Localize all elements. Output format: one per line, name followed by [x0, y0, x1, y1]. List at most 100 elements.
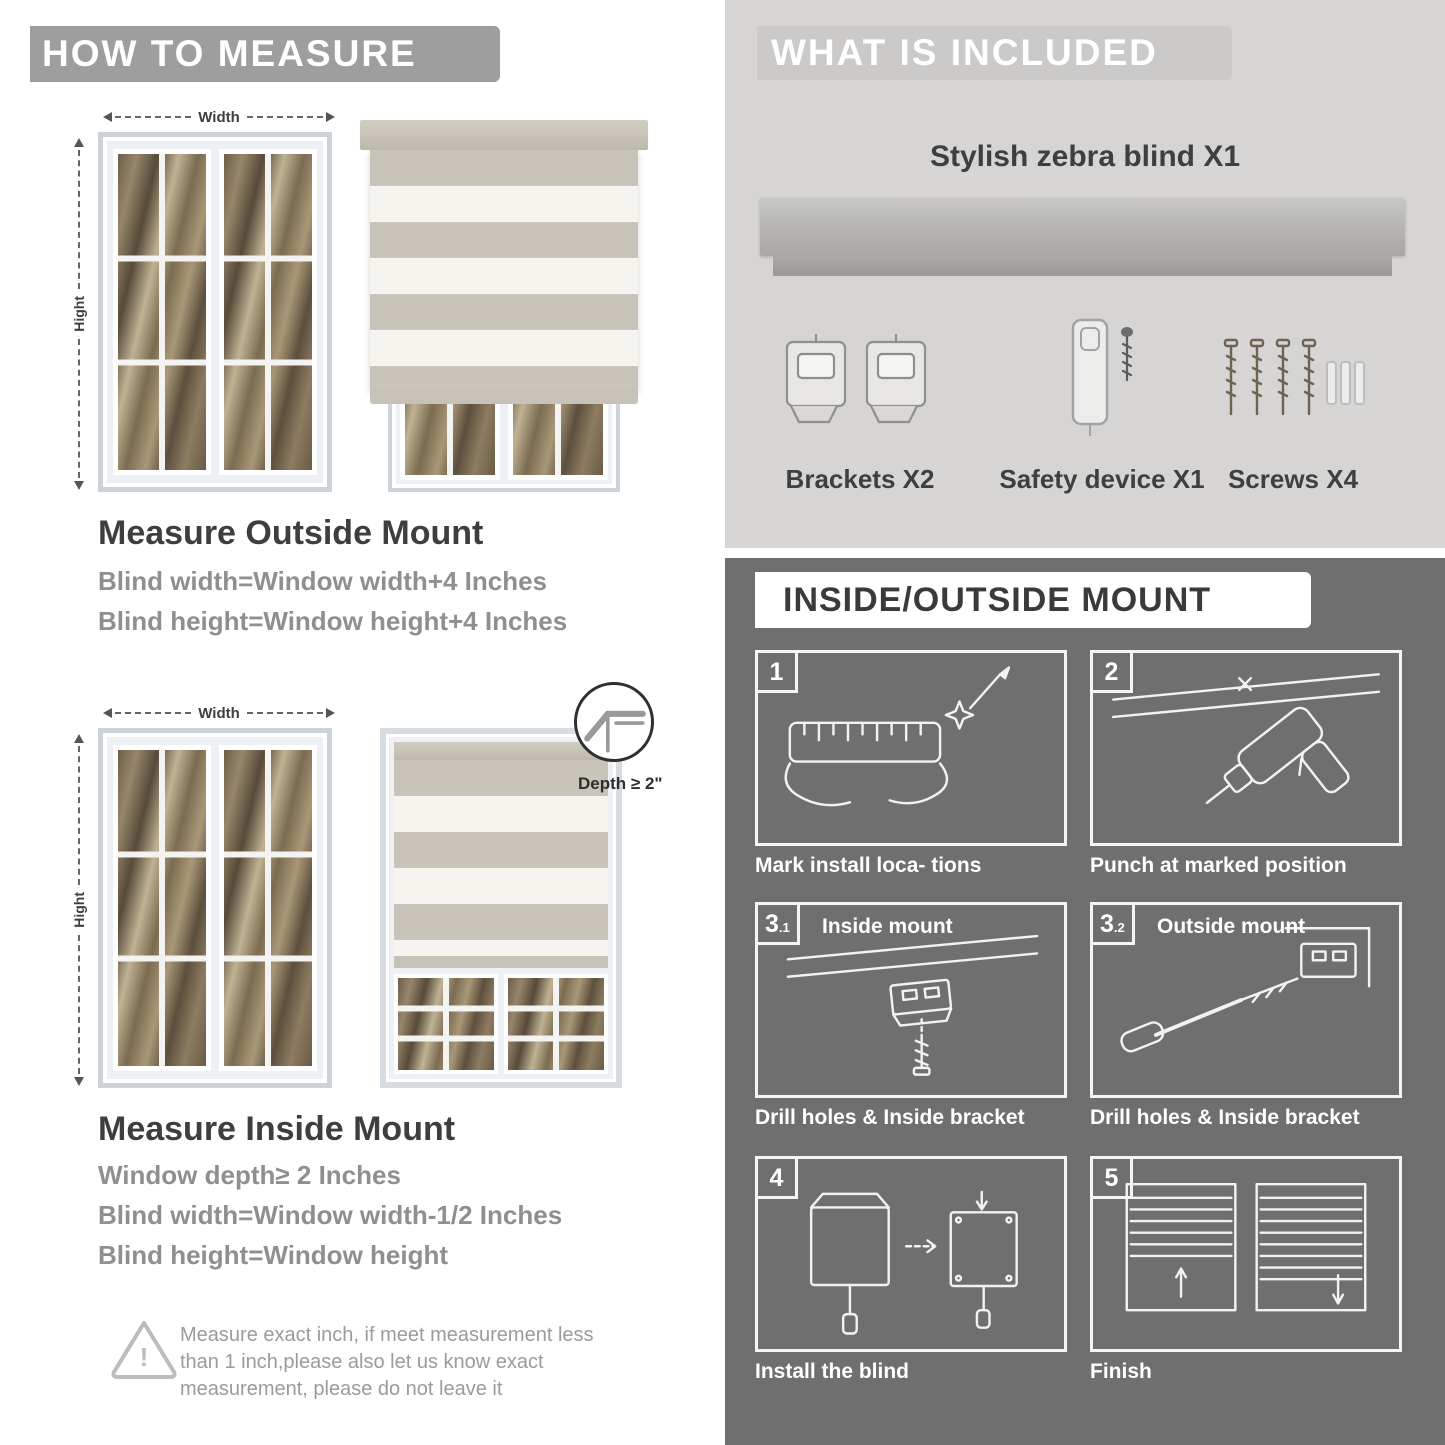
- height-label: Hight: [71, 296, 87, 332]
- width-label: Width: [198, 108, 240, 126]
- window-sash: [504, 974, 608, 1074]
- inside-blind-body: [394, 742, 608, 1074]
- step-number-badge: 5: [1093, 1159, 1133, 1199]
- step-number: 3: [765, 910, 779, 938]
- screws-label: Screws X4: [1227, 464, 1359, 494]
- window-sash: [113, 149, 211, 475]
- step-number-badge: 2: [1093, 653, 1133, 693]
- width-arrow: Width: [103, 704, 336, 722]
- safety-device-icon: [1071, 318, 1133, 436]
- window-illustration: [98, 132, 332, 492]
- step-panel-3-1: 3.1 Inside mount: [755, 902, 1067, 1098]
- mount-section-banner: INSIDE/OUTSIDE MOUNT: [755, 572, 1311, 628]
- inside-mount-blind-illustration: [380, 728, 622, 1088]
- outside-bracket-icon: [1120, 927, 1371, 1053]
- blind-headrail: [360, 120, 648, 150]
- drill-icon: [1111, 673, 1381, 805]
- step-panel-1: 1: [755, 650, 1067, 846]
- product-name: Stylish zebra blind X1: [929, 140, 1241, 173]
- warning-triangle-icon: [111, 1321, 177, 1379]
- depth-requirement-label: Depth ≥ 2": [578, 774, 663, 793]
- window-illustration: [98, 728, 332, 1088]
- arrow-dash: [78, 934, 80, 1075]
- width-arrow: Width: [103, 108, 336, 126]
- height-arrow: Hight: [70, 138, 88, 491]
- step-panel-2: 2: [1090, 650, 1402, 846]
- arrow-right-icon: [326, 112, 336, 122]
- blind-headrail-illustration: [760, 198, 1405, 256]
- step-panel-5: 5: [1090, 1156, 1402, 1352]
- arrow-dash: [115, 116, 192, 118]
- step-caption-4: Install the blind: [755, 1360, 910, 1383]
- window-sash: [113, 745, 211, 1071]
- arrow-left-icon: [103, 708, 112, 718]
- step-caption-2: Punch at marked position: [1090, 854, 1347, 877]
- inside-width-formula: Blind width=Window width-1/2 Inches: [98, 1200, 563, 1230]
- how-to-measure-banner: HOW TO MEASURE: [30, 26, 500, 82]
- zebra-shade: [394, 760, 608, 956]
- arrow-dash: [78, 746, 80, 886]
- height-arrow: Hight: [70, 734, 88, 1087]
- arrow-right-icon: [326, 708, 336, 718]
- finished-blinds-icon: [1125, 1182, 1367, 1312]
- blind-bottomrail: [370, 390, 638, 404]
- blind-headrail: [394, 742, 608, 760]
- outside-mount-blind-illustration: [360, 120, 648, 492]
- step-subnumber: .2: [1113, 920, 1125, 936]
- arrow-up-icon: [74, 138, 84, 147]
- step-caption-3-2: Drill holes & Inside bracket: [1090, 1106, 1360, 1129]
- step-number-badge: 3.2: [1093, 905, 1135, 945]
- step-number: 3: [1100, 910, 1114, 938]
- arrow-dash: [246, 712, 324, 714]
- what-is-included-section: WHAT IS INCLUDED Stylish zebra blind X1: [725, 0, 1445, 548]
- arrow-dash: [115, 712, 192, 714]
- what-is-included-title: WHAT IS INCLUDED: [771, 32, 1158, 73]
- mark-locations-icon: [784, 666, 1011, 807]
- step-title: Inside mount: [822, 915, 953, 938]
- install-blind-icon: [809, 1190, 1018, 1335]
- arrow-dash: [78, 338, 80, 479]
- arrow-down-icon: [74, 1077, 84, 1087]
- step-number: 4: [769, 1164, 784, 1192]
- window-sash: [219, 149, 317, 475]
- step-number-badge: 3.1: [758, 905, 800, 945]
- zebra-shade: [370, 150, 638, 390]
- step-number: 1: [769, 658, 784, 686]
- screws-icon: [1223, 338, 1365, 416]
- step-panel-3-2: 3.2 Outside mount: [1090, 902, 1402, 1098]
- mounting-steps-section: INSIDE/OUTSIDE MOUNT: [725, 558, 1445, 1445]
- arrow-down-icon: [74, 481, 84, 491]
- step-number-badge: 4: [758, 1159, 798, 1199]
- warning-exclamation: !: [139, 1342, 149, 1372]
- window-sash: [394, 974, 498, 1074]
- blind-headrail-lip: [773, 256, 1392, 276]
- blind-bottomrail: [394, 956, 608, 968]
- inside-mount-title: Measure Inside Mount: [98, 1110, 456, 1148]
- width-label: Width: [198, 704, 240, 722]
- inside-height-formula: Blind height=Window height: [98, 1240, 448, 1270]
- arrow-up-icon: [74, 734, 84, 743]
- step-caption-5: Finish: [1090, 1360, 1152, 1383]
- step-caption-3-1: Drill holes & Inside bracket: [755, 1106, 1025, 1129]
- safety-device-label: Safety device X1: [999, 464, 1205, 494]
- inside-depth-formula: Window depth≥ 2 Inches: [98, 1160, 401, 1190]
- brackets-label: Brackets X2: [785, 464, 935, 494]
- outside-height-formula: Blind height=Window height+4 Inches: [98, 606, 568, 636]
- window-panes: [394, 974, 608, 1074]
- depth-zoom-circle: [574, 682, 654, 762]
- step-number: 5: [1104, 1164, 1119, 1192]
- how-to-measure-title: HOW TO MEASURE: [42, 33, 417, 74]
- outside-width-formula: Blind width=Window width+4 Inches: [98, 566, 547, 596]
- step-number: 2: [1104, 658, 1119, 686]
- step-panel-4: 4: [755, 1156, 1067, 1352]
- what-is-included-banner: WHAT IS INCLUDED: [757, 26, 1232, 80]
- arrow-dash: [78, 150, 80, 290]
- inside-bracket-icon: [786, 934, 1039, 1076]
- arrow-dash: [246, 116, 324, 118]
- outside-mount-title: Measure Outside Mount: [98, 514, 484, 552]
- step-caption-1: Mark install loca- tions: [755, 854, 982, 877]
- arrow-left-icon: [103, 112, 112, 122]
- height-label: Hight: [71, 892, 87, 928]
- window-sash: [219, 745, 317, 1071]
